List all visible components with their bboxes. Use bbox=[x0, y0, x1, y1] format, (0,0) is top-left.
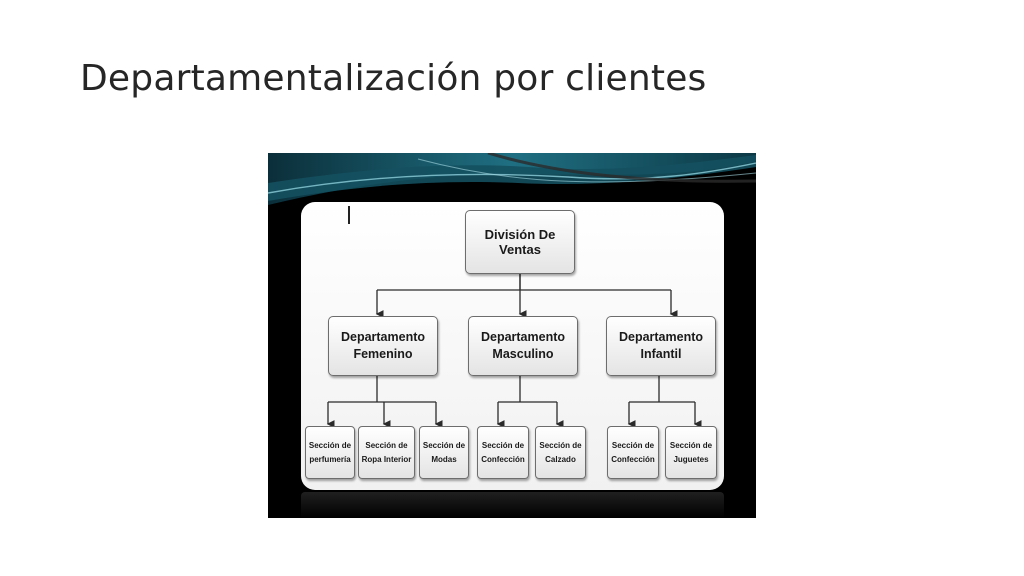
root-node-label: División De Ventas bbox=[484, 227, 556, 257]
section-node-confeccion-masculino: Sección de Confección bbox=[477, 426, 529, 479]
connector-lines bbox=[326, 274, 702, 428]
section-node-calzado: Sección de Calzado bbox=[535, 426, 586, 479]
section-label-line2: Ropa Interior bbox=[361, 454, 412, 464]
department-label-line1: Departamento bbox=[618, 330, 704, 344]
department-node-masculino: Departamento Masculino bbox=[468, 316, 578, 376]
section-label-line2: perfumería bbox=[309, 454, 351, 464]
section-label-line1: Sección de bbox=[669, 440, 713, 450]
department-label-line2: Masculino bbox=[492, 347, 554, 361]
slide-title: Departamentalización por clientes bbox=[80, 58, 707, 99]
section-label-line1: Sección de bbox=[422, 440, 466, 450]
text-cursor-mark bbox=[348, 206, 350, 224]
section-label-line2: Confección bbox=[611, 454, 655, 464]
root-node-division-de-ventas: División De Ventas bbox=[465, 210, 575, 274]
section-label-line2: Juguetes bbox=[673, 454, 709, 464]
department-label-line2: Infantil bbox=[640, 347, 682, 361]
panel-reflection bbox=[301, 492, 724, 518]
org-chart-panel: División De Ventas Departamento Femenino… bbox=[301, 202, 724, 490]
section-node-juguetes: Sección de Juguetes bbox=[665, 426, 717, 479]
section-label-line1: Sección de bbox=[539, 440, 582, 450]
section-label-line1: Sección de bbox=[481, 440, 525, 450]
section-label-line1: Sección de bbox=[365, 440, 408, 450]
section-label-line2: Confección bbox=[481, 454, 525, 464]
org-chart-picture: División De Ventas Departamento Femenino… bbox=[268, 153, 756, 518]
section-label-line2: Calzado bbox=[545, 454, 576, 464]
section-label-line2: Modas bbox=[431, 454, 457, 464]
department-label-line1: Departamento bbox=[480, 330, 566, 344]
department-label-line1: Departamento bbox=[340, 330, 426, 344]
section-node-perfumeria: Sección de perfumería bbox=[305, 426, 355, 479]
department-node-infantil: Departamento Infantil bbox=[606, 316, 716, 376]
section-label-line1: Sección de bbox=[308, 440, 352, 450]
section-node-ropa-interior: Sección de Ropa Interior bbox=[358, 426, 415, 479]
department-node-femenino: Departamento Femenino bbox=[328, 316, 438, 376]
department-label-line2: Femenino bbox=[353, 347, 413, 361]
section-label-line1: Sección de bbox=[611, 440, 655, 450]
section-node-confeccion-infantil: Sección de Confección bbox=[607, 426, 659, 479]
section-node-modas: Sección de Modas bbox=[419, 426, 469, 479]
